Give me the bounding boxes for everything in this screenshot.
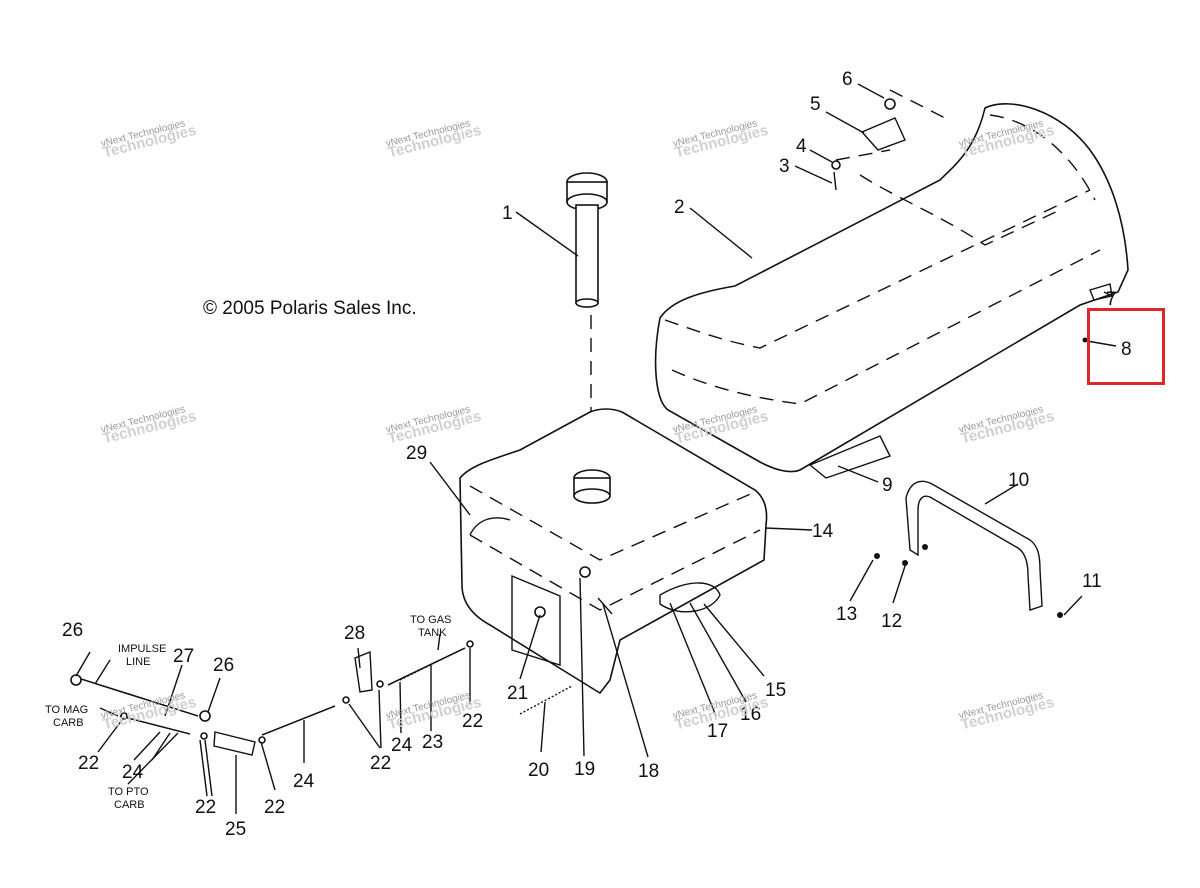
callout-5: 5 <box>810 94 821 115</box>
fuel-tank-part <box>459 408 768 695</box>
routing-notes: IMPULSE LINE TO MAG CARB TO PTO CARB TO … <box>45 614 451 811</box>
washer-4 <box>831 160 841 170</box>
copyright-notice: © 2005 Polaris Sales Inc. <box>203 298 417 319</box>
filler-neck-part <box>566 172 608 470</box>
callout-2: 2 <box>674 197 685 218</box>
callout-26-a: 26 <box>62 620 83 641</box>
callout-numbers: 1 2 3 4 5 6 7 8 9 10 11 12 13 14 15 16 1… <box>62 69 1132 840</box>
fitting-28 <box>354 650 373 693</box>
note-gas-tank-1: TO GAS <box>410 614 451 626</box>
nut-6 <box>884 98 896 110</box>
fuel-pump-25 <box>213 731 256 756</box>
callout-14: 14 <box>812 521 834 542</box>
callout-28: 28 <box>344 623 365 644</box>
callout-18: 18 <box>638 761 659 782</box>
callout-20: 20 <box>528 760 549 781</box>
note-gas-tank-2: TANK <box>418 627 447 639</box>
callout-21: 21 <box>507 683 528 704</box>
callout-11: 11 <box>1082 571 1102 592</box>
callout-10: 10 <box>1008 470 1029 491</box>
callout-6: 6 <box>842 69 853 90</box>
callout-22-d: 22 <box>195 797 216 818</box>
callout-24-b: 24 <box>293 771 315 792</box>
callout-25: 25 <box>225 819 246 840</box>
callout-7: 7 <box>1106 289 1117 310</box>
note-impulse-line-1: IMPULSE <box>118 643 166 655</box>
callout-22-c: 22 <box>264 797 285 818</box>
note-pto-carb-2: CARB <box>114 799 145 811</box>
callout-27: 27 <box>173 646 194 667</box>
bracket-5 <box>860 117 906 151</box>
note-mag-carb-2: CARB <box>53 717 84 729</box>
callout-17: 17 <box>707 721 728 742</box>
callout-26-b: 26 <box>213 655 234 676</box>
seat-frame-part <box>874 480 1063 618</box>
callout-13: 13 <box>836 604 857 625</box>
callout-3: 3 <box>779 156 790 177</box>
seat-part <box>654 103 1129 479</box>
callout-22-b: 22 <box>370 753 391 774</box>
callout-12: 12 <box>881 611 902 632</box>
callout-15: 15 <box>765 680 786 701</box>
callout-1: 1 <box>502 203 513 224</box>
note-pto-carb-1: TO PTO <box>108 786 149 798</box>
leader-lines <box>75 83 1117 814</box>
bracket-21 <box>511 574 561 666</box>
callout-29: 29 <box>406 443 427 464</box>
callout-23: 23 <box>422 732 443 753</box>
seat-hardware <box>831 89 946 191</box>
note-mag-carb-1: TO MAG <box>45 704 88 716</box>
seat-strap-9 <box>808 435 891 479</box>
callout-22-a: 22 <box>462 711 483 732</box>
fuel-line-assembly <box>70 640 573 756</box>
rivet-8 <box>1082 337 1088 343</box>
note-impulse-line-2: LINE <box>126 656 150 668</box>
callout-22-e: 22 <box>78 753 99 774</box>
highlight-box-callout-8 <box>1087 308 1165 385</box>
bolt-3 <box>833 171 837 191</box>
callout-24-a: 24 <box>391 735 413 756</box>
callout-16: 16 <box>740 704 761 725</box>
callout-9: 9 <box>882 475 893 496</box>
callout-24-c: 24 <box>122 762 144 783</box>
callout-4: 4 <box>796 136 807 157</box>
callout-8: 8 <box>1121 339 1132 360</box>
callout-19: 19 <box>574 759 595 780</box>
